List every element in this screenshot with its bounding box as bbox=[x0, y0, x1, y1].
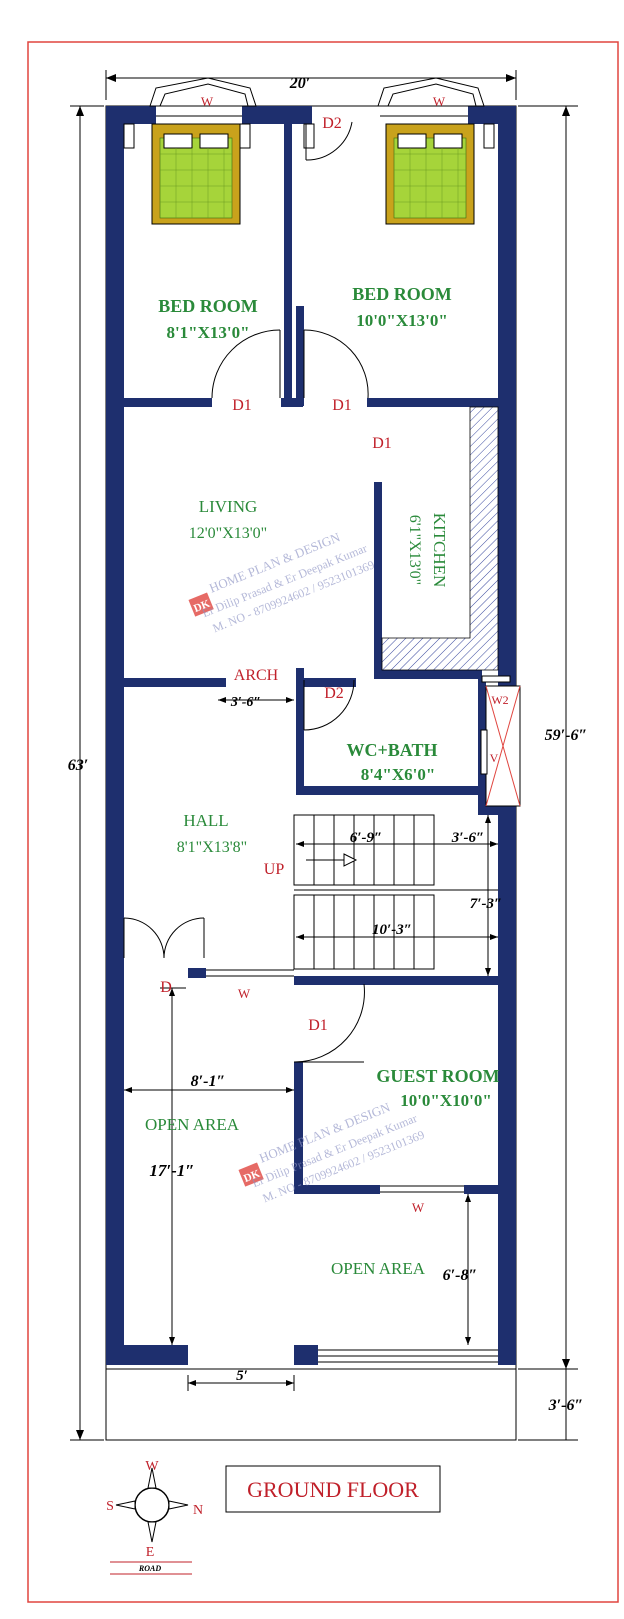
window-bed1-top bbox=[149, 77, 257, 117]
outer-border bbox=[27, 41, 619, 1603]
label-window-bed1: W bbox=[201, 94, 214, 109]
label-door-d: D bbox=[160, 979, 172, 996]
label-hall-name: HALL bbox=[183, 811, 228, 830]
label-wc-size: 8'4"X6'0" bbox=[361, 765, 436, 784]
dim-open-width: 8′-1″ bbox=[191, 1073, 226, 1090]
compass-west: W bbox=[145, 1459, 159, 1474]
label-wc-name: WC+BATH bbox=[347, 740, 438, 760]
dim-width: 20′ bbox=[289, 75, 311, 92]
watermark-brand: DK bbox=[192, 598, 212, 615]
staircase bbox=[293, 814, 498, 970]
label-door-d1-bed1: D1 bbox=[232, 397, 252, 414]
watermark-brand-2: DK bbox=[242, 1168, 262, 1185]
label-door-d1-guest: D1 bbox=[308, 1017, 328, 1034]
dim-stair-width: 10′-3″ bbox=[372, 922, 412, 938]
label-living-size: 12'0"X13'0" bbox=[189, 525, 267, 542]
dimension-lines bbox=[70, 70, 578, 1441]
label-window-guest: W bbox=[412, 1200, 425, 1215]
label-window-w2: W2 bbox=[491, 693, 508, 707]
label-bed1-size: 8'1"X13'0" bbox=[166, 323, 249, 342]
compass: W S N E ROAD bbox=[106, 1459, 203, 1575]
label-hall-size: 8'1"X13'8" bbox=[177, 839, 247, 856]
bed-1 bbox=[123, 123, 251, 225]
label-kitchen-size: 6'1"X13'0" bbox=[406, 515, 423, 585]
title-box bbox=[225, 1465, 441, 1513]
label-door-d2-top: D2 bbox=[322, 115, 342, 132]
compass-south: S bbox=[106, 1499, 114, 1514]
label-vent: V bbox=[490, 751, 499, 765]
compass-north: N bbox=[193, 1503, 203, 1518]
dim-left-total: 63′ bbox=[68, 757, 89, 774]
label-kitchen-name: KITCHEN bbox=[430, 513, 449, 588]
dim-right-setback: 3′-6″ bbox=[548, 1397, 584, 1414]
road-label: ROAD bbox=[138, 1564, 161, 1573]
label-door-d2-wc: D2 bbox=[324, 685, 344, 702]
kitchen-counter bbox=[381, 406, 499, 671]
label-guest-size: 10'0"X10'0" bbox=[400, 1091, 492, 1110]
label-window-hall: W bbox=[238, 986, 251, 1001]
duct bbox=[480, 675, 521, 807]
guest-window bbox=[380, 1185, 464, 1193]
label-window-bed2: W bbox=[433, 94, 446, 109]
label-open2: OPEN AREA bbox=[331, 1259, 426, 1278]
dim-stair-landing: 6′-9″ bbox=[350, 830, 383, 846]
bed-2 bbox=[303, 123, 495, 225]
label-door-d1-kitchen: D1 bbox=[372, 435, 392, 452]
label-bed1-name: BED ROOM bbox=[158, 296, 258, 316]
label-bed2-size: 10'0"X13'0" bbox=[356, 311, 448, 330]
dim-gate-width: 5′ bbox=[236, 1368, 248, 1384]
label-living-name: LIVING bbox=[199, 497, 258, 516]
label-arch: ARCH bbox=[234, 667, 279, 684]
bed-grid bbox=[160, 148, 466, 218]
dim-right-main: 59′-6″ bbox=[545, 727, 588, 744]
drawing-title: GROUND FLOOR bbox=[247, 1477, 419, 1502]
label-up: UP bbox=[264, 861, 285, 878]
dim-open2-depth: 6′-8″ bbox=[443, 1267, 478, 1284]
dim-stair-side: 3′-6″ bbox=[451, 830, 485, 846]
front-gate bbox=[318, 1349, 498, 1363]
doors bbox=[123, 121, 369, 1063]
compass-icon bbox=[134, 1487, 170, 1523]
label-door-d1-bed2: D1 bbox=[332, 397, 352, 414]
label-guest-name: GUEST ROOM bbox=[376, 1066, 499, 1086]
label-bed2-name: BED ROOM bbox=[352, 284, 452, 304]
compass-east: E bbox=[146, 1545, 155, 1560]
dim-open-depth: 17′-1″ bbox=[149, 1161, 194, 1180]
dim-stair-height: 7′-3″ bbox=[470, 896, 503, 912]
window-bed2-top bbox=[377, 77, 485, 117]
dim-arch-width: 3′-6″ bbox=[230, 695, 261, 710]
hall-window bbox=[206, 969, 294, 977]
label-open1: OPEN AREA bbox=[145, 1115, 240, 1134]
